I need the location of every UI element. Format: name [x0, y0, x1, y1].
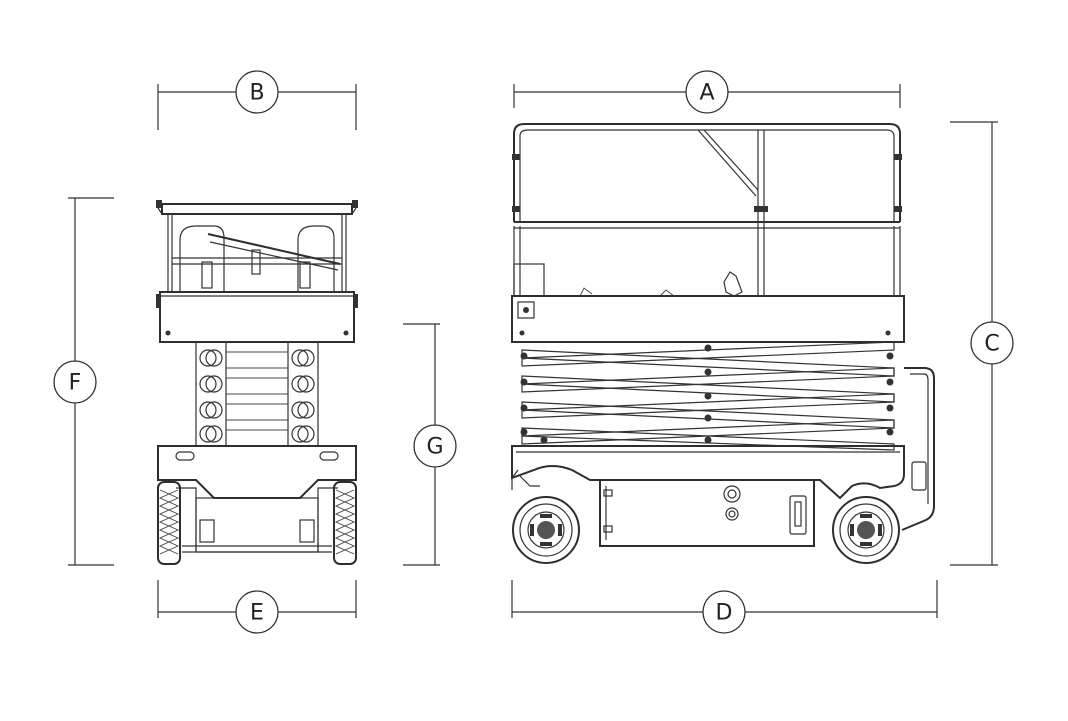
front-platform-deck [156, 291, 358, 343]
front-scissor-stack [195, 341, 319, 447]
front-chassis [157, 445, 357, 553]
scissor-pins-right [291, 349, 315, 443]
dimension-e: E [157, 580, 357, 634]
dimension-f: F [53, 197, 114, 566]
label-f: F [69, 371, 82, 396]
label-g: G [426, 435, 443, 460]
label-b: B [249, 81, 264, 106]
dimension-g: G [403, 323, 457, 566]
dimension-c: C [950, 121, 1014, 566]
side-pothole-guard [901, 367, 935, 531]
label-d: D [716, 601, 733, 626]
label-e: E [250, 601, 264, 626]
dimension-d: D [511, 580, 938, 634]
side-chassis [511, 445, 905, 547]
side-wheel-rear [512, 496, 580, 564]
label-a: A [699, 81, 714, 106]
dimension-lines: B E F G [53, 70, 1014, 634]
side-wheel-front [832, 496, 900, 564]
dimension-b: B [157, 70, 357, 130]
front-guardrail [156, 200, 358, 292]
label-c: C [984, 332, 999, 357]
front-wheel-left [157, 481, 181, 565]
side-guardrail [512, 123, 902, 297]
side-view-drawing [511, 123, 935, 564]
front-view-drawing [156, 200, 358, 565]
scissor-pins-left [199, 349, 223, 443]
dimension-a: A [513, 70, 901, 114]
front-wheel-right [333, 481, 357, 565]
side-scissor-pins [520, 344, 894, 444]
side-scissor-stack [520, 341, 895, 451]
side-platform-deck [511, 295, 905, 343]
